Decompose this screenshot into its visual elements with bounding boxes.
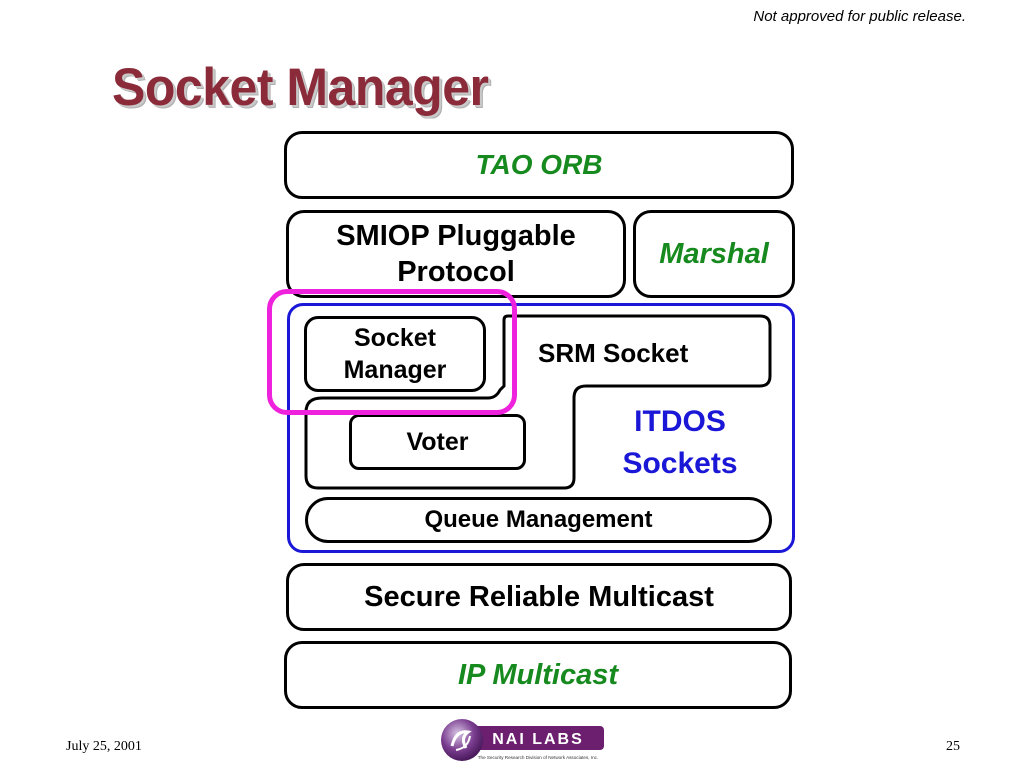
smiop-label-line1: SMIOP Pluggable [336, 219, 576, 252]
smiop-protocol-box: SMIOP Pluggable Protocol [286, 210, 626, 298]
smiop-label-line2: Protocol [397, 256, 515, 288]
logo-text: NAI LABS [492, 731, 584, 748]
footer-date: July 25, 2001 [66, 739, 142, 754]
socket-manager-highlight [267, 289, 517, 415]
voter-box: Voter [349, 414, 526, 470]
voter-label: Voter [406, 427, 469, 456]
queue-management-label: Queue Management [424, 506, 653, 533]
page-number: 25 [946, 739, 960, 754]
itdos-label-line2: Sockets [622, 447, 738, 480]
voter-region-path [304, 314, 772, 490]
itdos-label-line1: ITDOS [634, 405, 726, 438]
tao-orb-label: TAO ORB [475, 149, 603, 180]
srm-socket-label: SRM Socket [538, 338, 689, 368]
nai-labs-logo-graphic: NAI LABS The Security Research Division … [441, 719, 604, 761]
release-notice: Not approved for public release. [753, 8, 966, 25]
ip-multicast-box: IP Multicast [284, 641, 792, 709]
tao-orb-box: TAO ORB [284, 131, 794, 199]
ip-multicast-label: IP Multicast [457, 658, 619, 691]
itdos-sockets-container [287, 303, 795, 553]
socket-manager-label-line1: Socket [354, 323, 436, 352]
secure-reliable-multicast-box: Secure Reliable Multicast [286, 563, 792, 631]
socket-manager-box: Socket Manager [304, 316, 486, 392]
queue-management-box: Queue Management [305, 497, 772, 543]
nai-labs-logo: NAI LABS The Security Research Division … [438, 718, 606, 766]
logo-tagline: The Security Research Division of Networ… [478, 755, 599, 760]
marshal-label: Marshal [659, 237, 769, 270]
marshal-box: Marshal [633, 210, 795, 298]
secure-reliable-multicast-label: Secure Reliable Multicast [364, 580, 714, 613]
slide-title: Socket Manager [112, 57, 489, 117]
socket-manager-label-line2: Manager [343, 356, 447, 384]
itdos-sockets-label: ITDOS Sockets [600, 401, 760, 485]
